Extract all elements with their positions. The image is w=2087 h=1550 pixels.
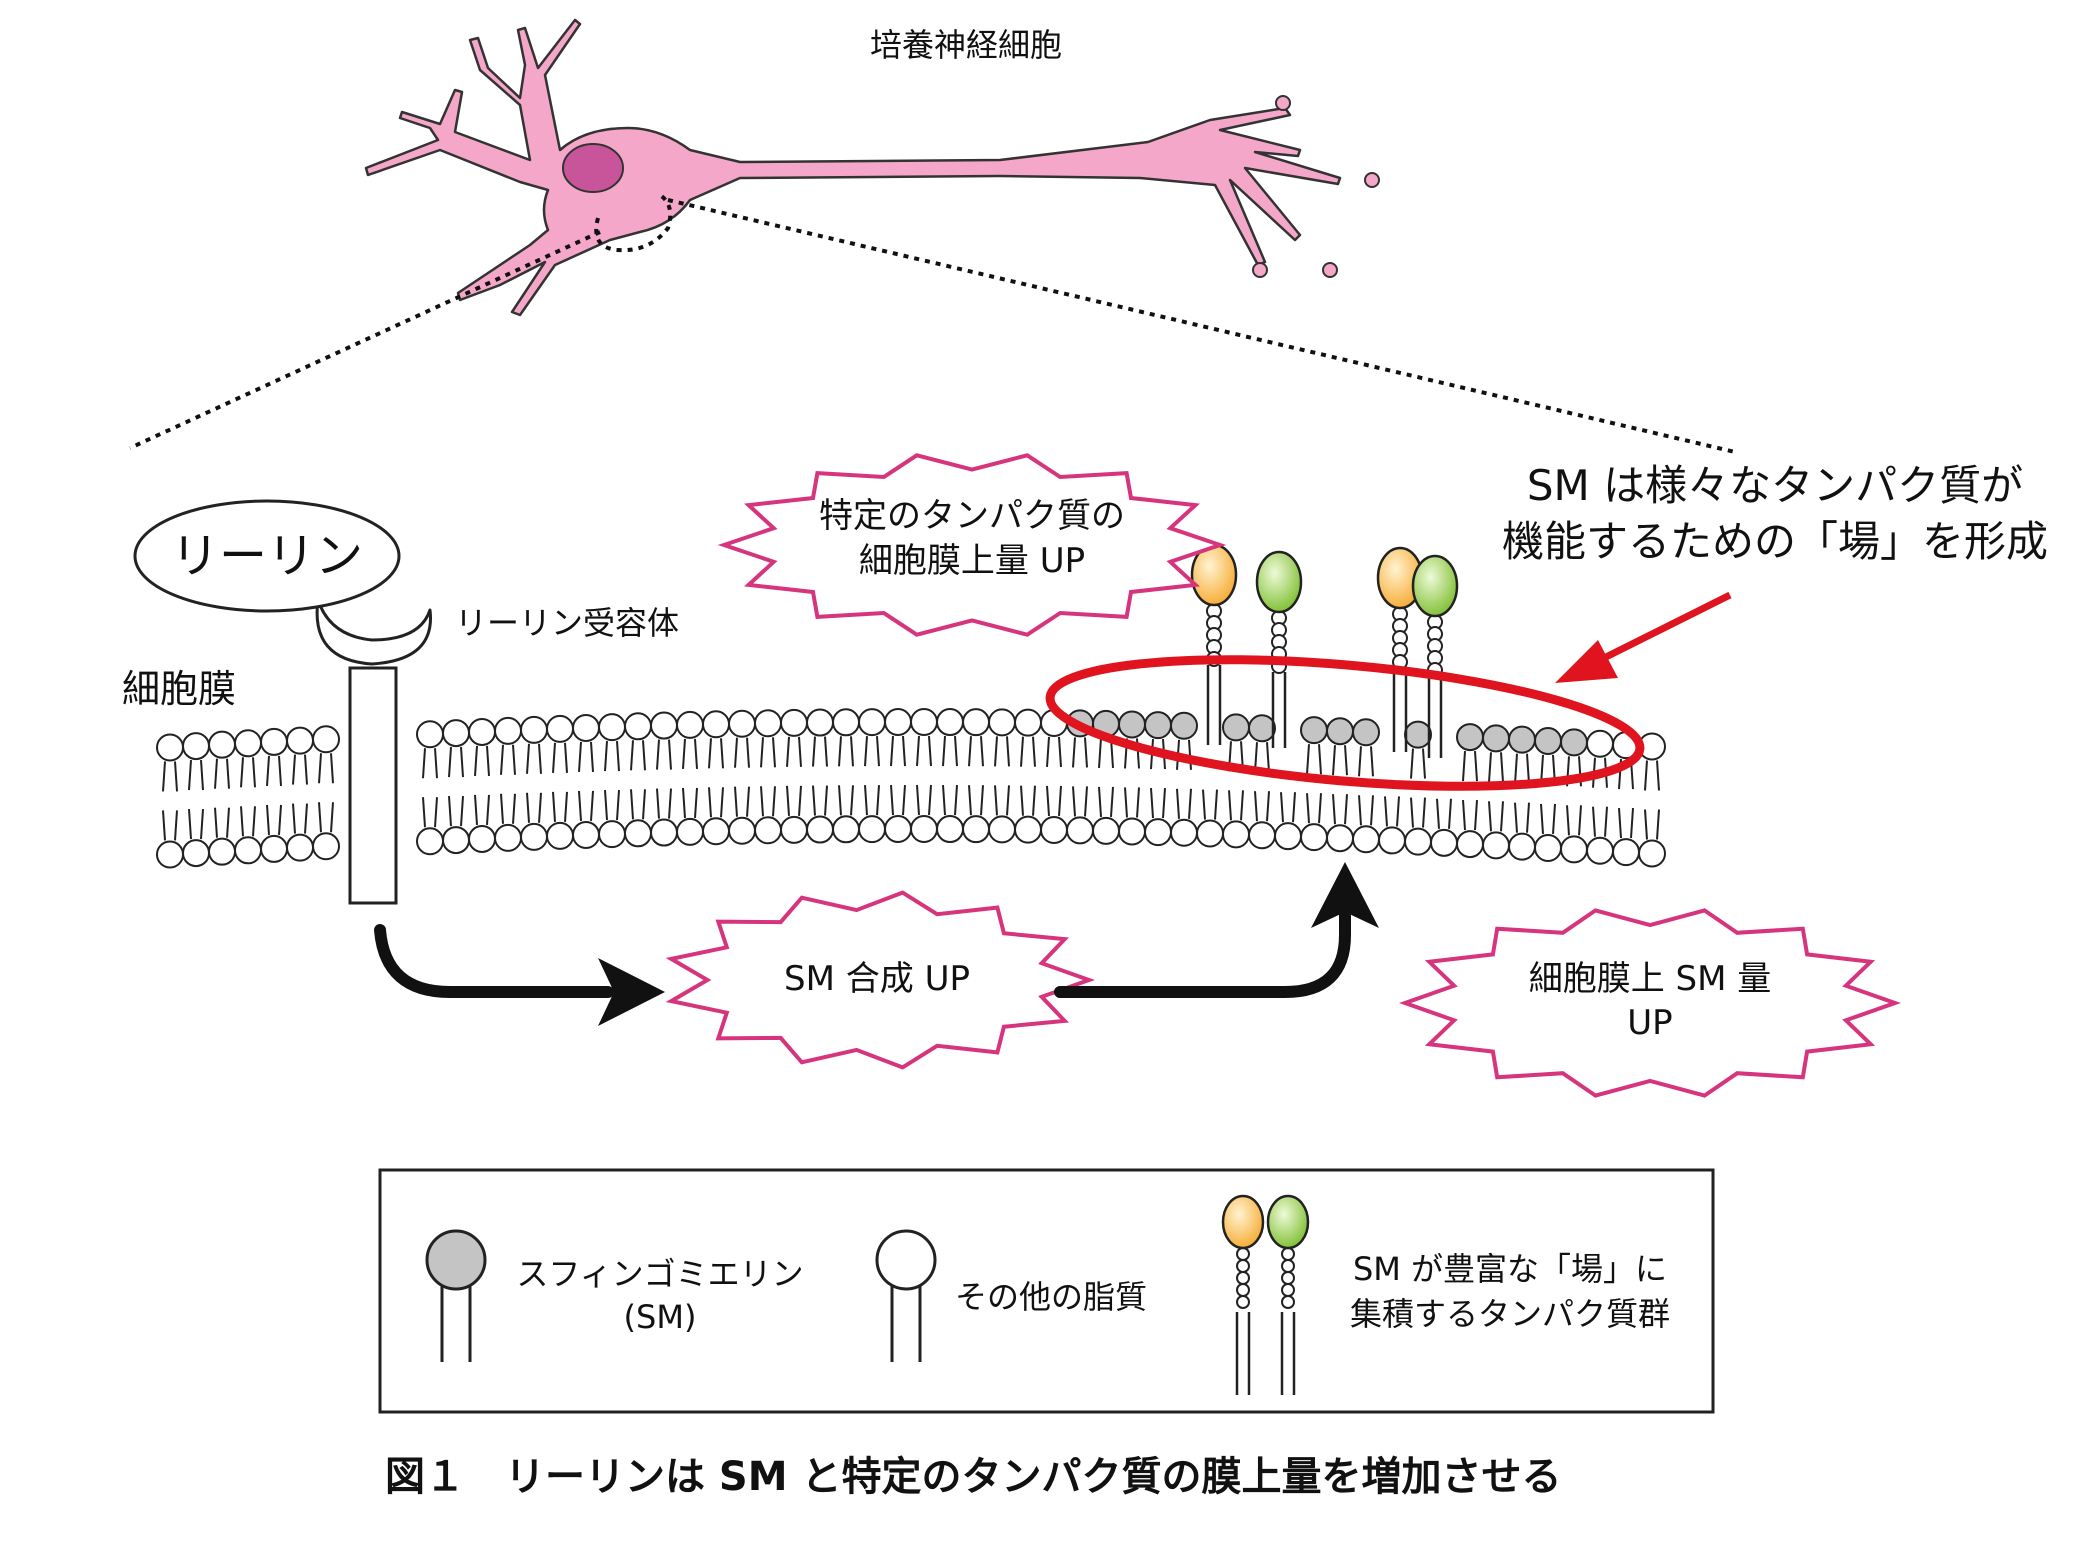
callout-arrow	[1555, 591, 1732, 683]
zoom-region-outline	[594, 193, 673, 253]
cell-membrane	[156, 708, 1666, 869]
neuron-body	[364, 18, 1342, 317]
legend-protein-group: SM が豊富な「場」に 集積するタンパク質群	[1221, 1194, 1670, 1395]
burst-protein-line-1: 特定のタンパク質の	[819, 496, 1125, 536]
figure-caption: 図１ リーリンは SM と特定のタンパク質の膜上量を増加させる	[385, 1454, 1561, 1500]
receptor-cup	[315, 598, 433, 666]
neuron-label: 培養神経細胞	[870, 26, 1062, 64]
burst-sm-amount-line-2: UP	[1627, 1003, 1672, 1043]
reelin-ellipse	[133, 499, 401, 613]
legend-other-lipid: その他の脂質	[875, 1229, 1147, 1362]
burst-sm-synthesis-outline	[665, 890, 1095, 1070]
reelin: リーリン	[133, 499, 401, 613]
legend-sm-line-1: スフィンゴミエリン	[516, 1255, 803, 1293]
callout-line-1: SM は様々なタンパク質が	[1527, 461, 2023, 510]
legend-sm-lipid: スフィンゴミエリン (SM)	[425, 1229, 804, 1362]
neuron-nucleus	[562, 143, 624, 193]
reelin-label: リーリン	[171, 528, 363, 584]
burst-sm-synthesis-text: SM 合成 UP	[784, 959, 970, 999]
neuron: 培養神経細胞	[364, 18, 1380, 317]
burst-sm-synthesis: SM 合成 UP	[665, 890, 1095, 1070]
burst-protein-line-2: 細胞膜上量 UP	[859, 541, 1085, 581]
legend-other-lipid-text: その他の脂質	[955, 1278, 1147, 1316]
other-lipid-head-icon	[875, 1229, 937, 1291]
process-arrow-2	[1054, 862, 1379, 998]
process-arrow-1	[374, 924, 665, 1026]
legend-protein-line-1: SM が豊富な「場」に	[1353, 1250, 1667, 1288]
burst-sm-amount: 細胞膜上 SM 量 UP	[1398, 908, 1902, 1098]
burst-protein-outline	[717, 453, 1227, 637]
callout-line-2: 機能するための「場」を形成	[1502, 517, 2048, 566]
legend-box	[378, 1168, 1715, 1414]
burst-sm-amount-outline	[1398, 908, 1902, 1098]
receptor-label: リーリン受容体	[455, 604, 679, 642]
zoom-line-right	[667, 198, 1736, 454]
burst-sm-amount-line-1: 細胞膜上 SM 量	[1529, 959, 1772, 999]
sm-domain-proteins	[1190, 543, 1459, 758]
zoom-line-left	[129, 230, 601, 450]
sm-domain-ring	[1045, 655, 1645, 791]
sm-lipid-head-icon	[425, 1229, 487, 1291]
legend: スフィンゴミエリン (SM) その他の脂質 SM が豊富な「場」に 集積するタン…	[378, 1168, 1715, 1414]
reelin-receptor: リーリン受容体	[315, 598, 679, 905]
receptor-stalk	[348, 666, 398, 905]
legend-sm-line-2: (SM)	[624, 1298, 697, 1336]
membrane-label: 細胞膜	[122, 667, 236, 711]
legend-protein-line-2: 集積するタンパク質群	[1350, 1295, 1670, 1333]
burst-protein-up: 特定のタンパク質の 細胞膜上量 UP	[717, 453, 1227, 637]
